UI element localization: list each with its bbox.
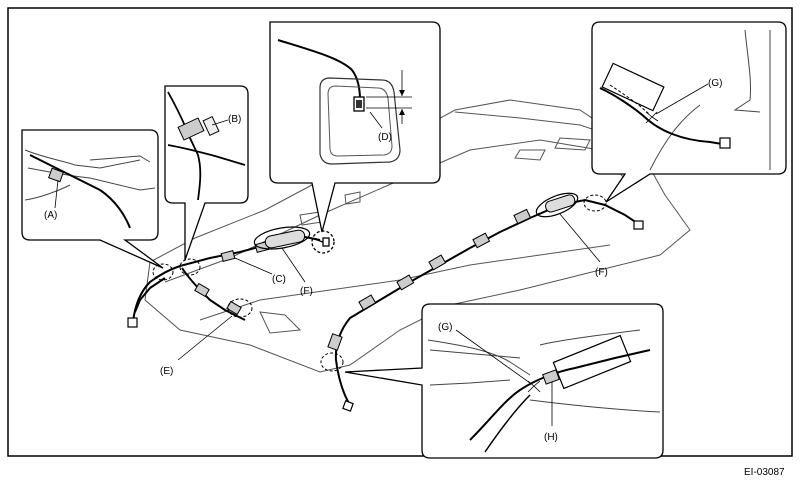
callout-b: (B)	[164, 85, 249, 261]
left-f-ellipse	[253, 226, 311, 250]
callout-g-upper: (G)	[591, 21, 787, 203]
left-attach-points	[152, 258, 253, 318]
right-attach-points	[320, 194, 607, 372]
label-c: (C)	[272, 274, 286, 285]
callout-d: (D)	[269, 21, 441, 233]
left-clips	[194, 229, 306, 316]
label-a: (A)	[44, 210, 57, 221]
left-harness	[132, 234, 321, 323]
left-connector	[127, 317, 138, 328]
label-g-lower: (G)	[438, 322, 452, 333]
label-b: (B)	[228, 114, 241, 125]
callout-a: (A)	[21, 129, 164, 269]
label-f-left: (F)	[300, 286, 313, 297]
label-g-upper: (G)	[708, 78, 722, 89]
label-e: (E)	[160, 366, 173, 377]
label-d: (D)	[378, 132, 392, 143]
figure-code: EI-03087	[744, 467, 785, 478]
right-f-ellipse	[535, 192, 579, 218]
right-front-connector	[342, 400, 354, 412]
label-h: (H)	[544, 432, 558, 443]
left-harness-end-connector	[311, 230, 335, 254]
right-rear-connector	[633, 220, 644, 230]
label-f-right: (F)	[595, 267, 608, 278]
right-clips	[327, 194, 576, 351]
figure-frame	[7, 7, 793, 457]
callout-gh-lower: (G) (H)	[344, 303, 664, 459]
